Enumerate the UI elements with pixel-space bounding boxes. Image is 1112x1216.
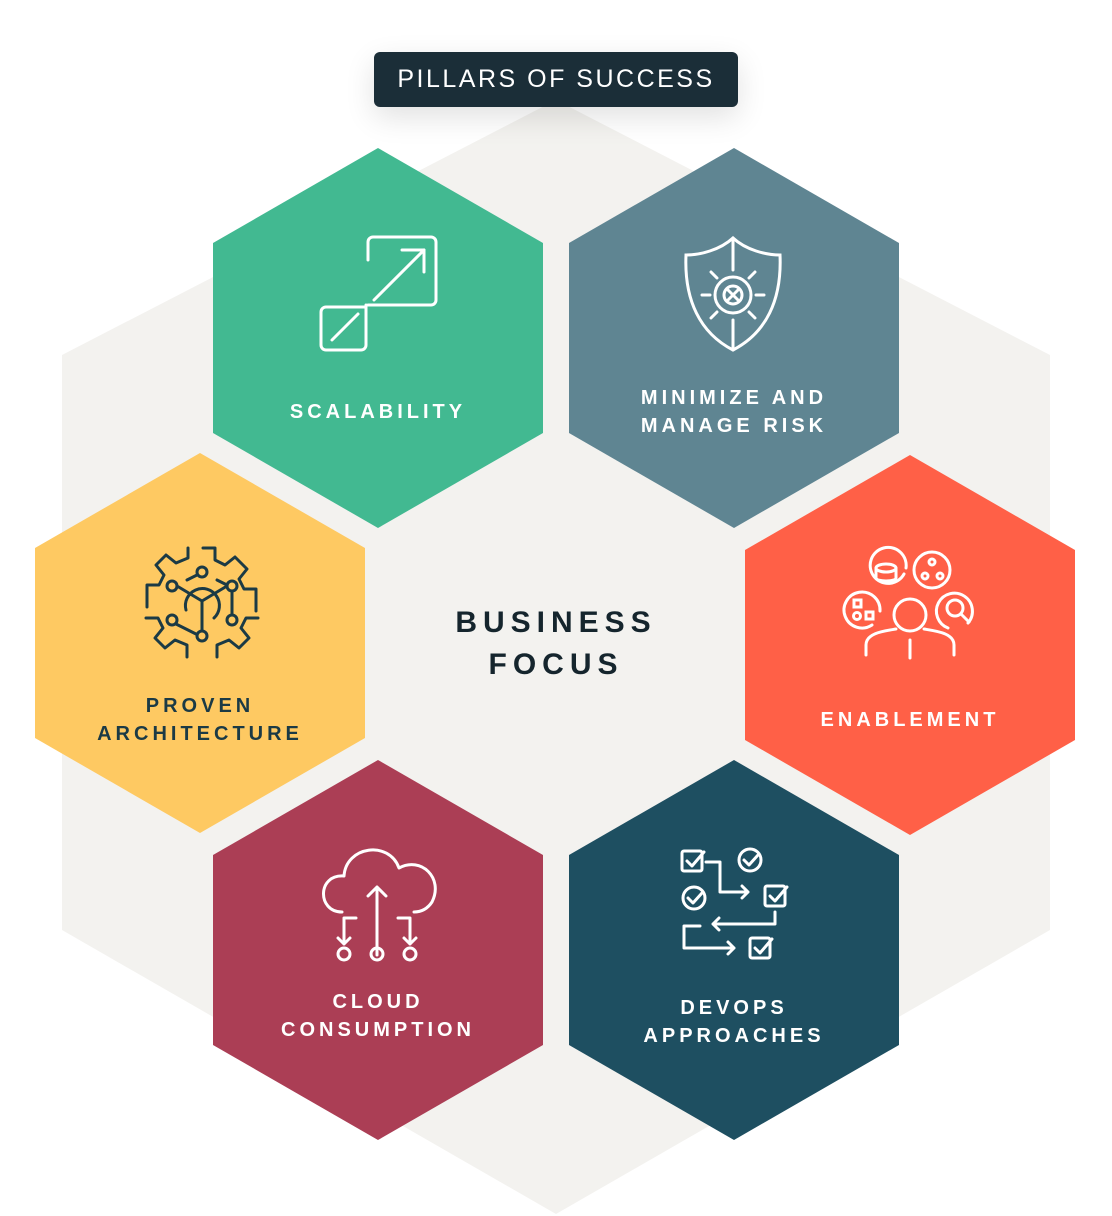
- label-line: APPROACHES: [643, 1025, 825, 1047]
- label-scalability: SCALABILITY: [228, 398, 528, 426]
- label-line: PROVEN: [145, 695, 255, 717]
- label-line: CONSUMPTION: [281, 1019, 475, 1041]
- label-line: MANAGE RISK: [640, 415, 828, 437]
- hex-architecture: [35, 453, 365, 833]
- scale-arrows-icon: [319, 235, 438, 352]
- label-line: CLOUD: [332, 991, 424, 1013]
- label-line: SCALABILITY: [289, 401, 467, 423]
- workflow-checks-icon: [680, 847, 789, 960]
- cloud-arrows-icon: [322, 848, 437, 962]
- person-ideas-icon: [842, 545, 974, 660]
- center-label: BUSINESS FOCUS: [406, 602, 706, 686]
- label-devops: DEVOPS APPROACHES: [584, 994, 884, 1050]
- label-cloud: CLOUD CONSUMPTION: [228, 988, 528, 1044]
- label-architecture: PROVEN ARCHITECTURE: [50, 692, 350, 748]
- center-line-2: FOCUS: [488, 648, 624, 681]
- label-risk: MINIMIZE AND MANAGE RISK: [584, 384, 884, 440]
- shield-icon: [684, 235, 782, 352]
- gear-network-icon: [144, 546, 260, 659]
- label-enablement: ENABLEMENT: [760, 706, 1060, 734]
- center-line-1: BUSINESS: [455, 606, 657, 639]
- label-line: DEVOPS: [680, 997, 788, 1019]
- label-line: MINIMIZE AND: [640, 387, 828, 409]
- diagram-title: PILLARS OF SUCCESS: [374, 52, 738, 107]
- label-line: ARCHITECTURE: [97, 723, 303, 745]
- hex-scalability: [213, 148, 543, 528]
- label-line: ENABLEMENT: [820, 709, 1000, 731]
